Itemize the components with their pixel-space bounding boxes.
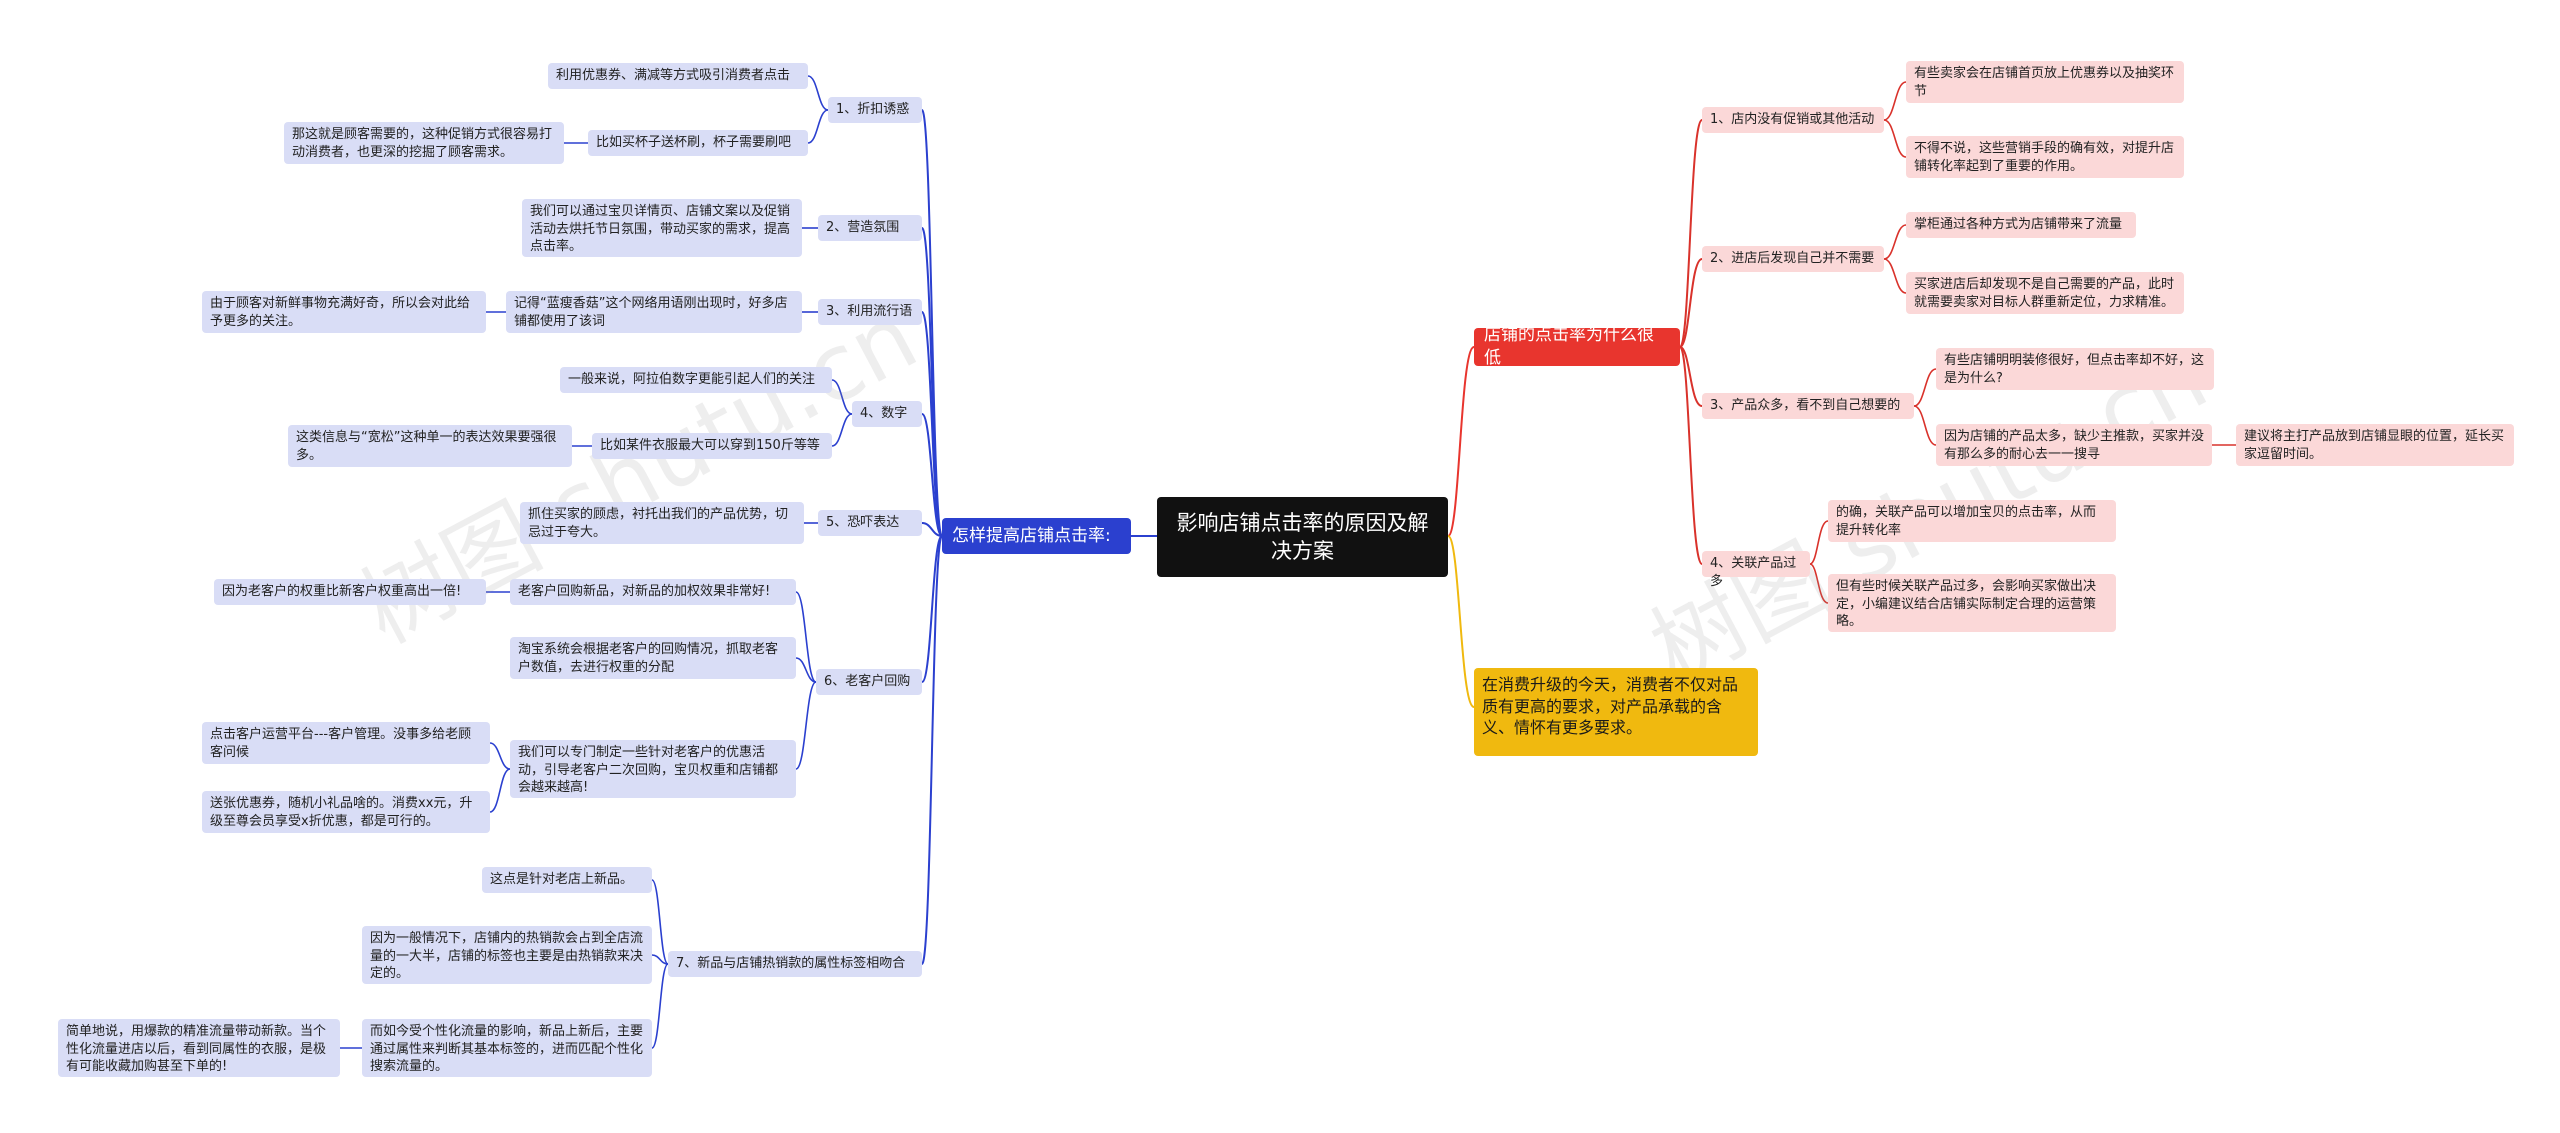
method-4-extra: 这类信息与“宽松”这种单一的表达效果要强很多。 <box>288 425 572 467</box>
method-7-extra: 简单地说，用爆款的精准流量带动新款。当个性化流量进店以后，看到同属性的衣服，是极… <box>58 1019 340 1077</box>
method-6-extra-3: 送张优惠券，随机小礼品啥的。消费xx元，升级至尊会员享受x折优惠，都是可行的。 <box>202 791 490 833</box>
branch-why-low-ctr[interactable]: 店铺的点击率为什么很低 <box>1474 325 1680 368</box>
method-item-1[interactable]: 1、折扣诱惑 <box>828 97 922 123</box>
method-item-2[interactable]: 2、营造氛围 <box>818 215 922 241</box>
reason-3-detail-1: 有些店铺明明装修很好，但点击率却不好，这是为什么? <box>1936 348 2214 390</box>
method-6-detail-3: 我们可以专门制定一些针对老客户的优惠活动，引导老客户二次回购，宝贝权重和店铺都会… <box>510 740 796 798</box>
reason-4-detail-1: 的确，关联产品可以增加宝贝的点击率，从而提升转化率 <box>1828 500 2116 542</box>
method-3-extra: 由于顾客对新鲜事物充满好奇，所以会对此给予更多的关注。 <box>202 291 486 333</box>
method-1-extra: 那这就是顾客需要的，这种促销方式很容易打动消费者，也更深的挖掘了顾客需求。 <box>284 122 564 164</box>
branch-consumer-upgrade-note[interactable]: 在消费升级的今天，消费者不仅对品质有更高的要求，对产品承载的含义、情怀有更多要求… <box>1474 668 1758 756</box>
reason-2-detail-2: 买家进店后却发现不是自己需要的产品，此时就需要卖家对目标人群重新定位，力求精准。 <box>1906 272 2184 314</box>
method-item-5[interactable]: 5、恐吓表达 <box>818 510 922 536</box>
reason-3-detail-2: 因为店铺的产品太多，缺少主推款，买家并没有那么多的耐心去一一搜寻 <box>1936 424 2212 466</box>
method-5-detail-1: 抓住买家的顾虑，衬托出我们的产品优势，切忌过于夸大。 <box>520 502 804 544</box>
reason-item-4[interactable]: 4、关联产品过多 <box>1702 551 1810 589</box>
method-2-detail-1: 我们可以通过宝贝详情页、店铺文案以及促销活动去烘托节日氛围，带动买家的需求，提高… <box>522 199 802 257</box>
reason-2-detail-1: 掌柜通过各种方式为店铺带来了流量 <box>1906 212 2136 238</box>
method-item-4[interactable]: 4、数字 <box>852 401 922 427</box>
reason-item-2[interactable]: 2、进店后发现自己并不需要 <box>1702 246 1884 272</box>
method-item-6[interactable]: 6、老客户回购 <box>816 669 922 695</box>
reason-1-detail-2: 不得不说，这些营销手段的确有效，对提升店铺转化率起到了重要的作用。 <box>1906 136 2184 178</box>
method-6-detail-1: 老客户回购新品，对新品的加权效果非常好! <box>510 579 796 605</box>
reason-1-detail-1: 有些卖家会在店铺首页放上优惠券以及抽奖环节 <box>1906 61 2184 103</box>
method-6-detail-2: 淘宝系统会根据老客户的回购情况，抓取老客户数值，去进行权重的分配 <box>510 637 796 679</box>
method-7-detail-1: 这点是针对老店上新品。 <box>482 867 652 893</box>
method-item-3[interactable]: 3、利用流行语 <box>818 299 922 325</box>
method-6-extra-2: 点击客户运营平台---客户管理。没事多给老顾客问候 <box>202 722 490 764</box>
method-6-extra-1: 因为老客户的权重比新客户权重高出一倍! <box>214 579 486 605</box>
reason-item-3[interactable]: 3、产品众多，看不到自己想要的 <box>1702 393 1914 419</box>
method-3-detail-1: 记得“蓝瘦香菇”这个网络用语刚出现时，好多店铺都使用了该词 <box>506 291 802 333</box>
method-1-detail-1: 利用优惠券、满减等方式吸引消费者点击 <box>548 63 808 89</box>
method-7-detail-3: 而如今受个性化流量的影响，新品上新后，主要通过属性来判断其基本标签的，进而匹配个… <box>362 1019 652 1077</box>
reason-item-1[interactable]: 1、店内没有促销或其他活动 <box>1702 107 1884 133</box>
branch-how-improve-ctr[interactable]: 怎样提高店铺点击率: <box>942 518 1131 554</box>
root-topic[interactable]: 影响店铺点击率的原因及解决方案 <box>1157 497 1448 577</box>
method-4-detail-2: 比如某件衣服最大可以穿到150斤等等 <box>592 433 832 459</box>
reason-4-detail-2: 但有些时候关联产品过多，会影响买家做出决定，小编建议结合店铺实际制定合理的运营策… <box>1828 574 2116 632</box>
reason-3-extra: 建议将主打产品放到店铺显眼的位置，延长买家逗留时间。 <box>2236 424 2514 466</box>
method-1-detail-2: 比如买杯子送杯刷，杯子需要刷吧 <box>588 130 808 156</box>
method-item-7[interactable]: 7、新品与店铺热销款的属性标签相吻合 <box>668 951 922 977</box>
method-7-detail-2: 因为一般情况下，店铺内的热销款会占到全店流量的一大半，店铺的标签也主要是由热销款… <box>362 926 652 984</box>
method-4-detail-1: 一般来说，阿拉伯数字更能引起人们的关注 <box>560 367 832 393</box>
